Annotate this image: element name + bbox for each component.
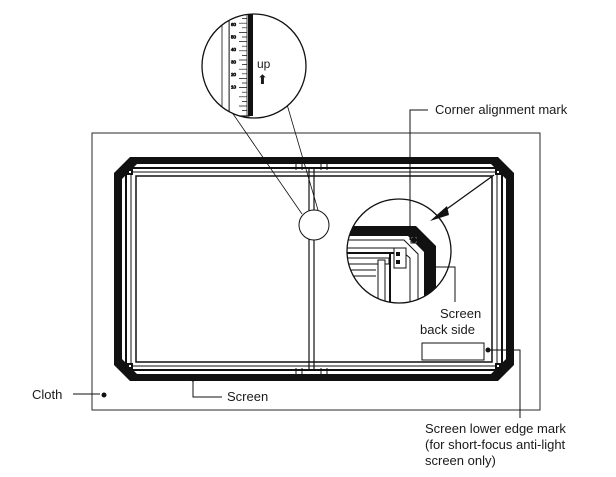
- zoom-line-center-1: [228, 107, 303, 215]
- screen-back-side-leader: [428, 266, 456, 302]
- screen-lower-edge-mark-line1: Screen lower edge mark: [425, 421, 566, 436]
- corner-alignment-mark-label: Corner alignment mark: [435, 102, 568, 117]
- zoom-line-center-2: [285, 100, 319, 211]
- screen-lower-edge-dot: [485, 347, 491, 353]
- corner-arrow-head: [430, 206, 449, 221]
- screen-label: Screen: [227, 389, 269, 404]
- ruler-tick-label: 50: [231, 35, 237, 40]
- ruler-tick-label: 10: [231, 85, 237, 90]
- screen-leader: [192, 379, 222, 398]
- ruler-tick-label: 60: [231, 22, 237, 27]
- screen-lower-edge-mark-line2: (for short-focus anti-light: [425, 437, 566, 452]
- ruler-tick-label: 20: [231, 72, 237, 77]
- up-label: up: [257, 57, 271, 71]
- up-arrow-icon: ⬆: [257, 73, 268, 88]
- cloth-outline: [91, 132, 541, 411]
- corner-alignment-dot: [411, 237, 417, 243]
- ruler-tick-label: 30: [231, 60, 237, 65]
- screen-dot: [190, 376, 196, 382]
- top-magnifier: 60 50 40 30 20 10: [201, 13, 307, 119]
- screen-lower-edge-mark-line3: screen only): [425, 453, 496, 468]
- screen-back-side-label-line2: back side: [420, 322, 475, 337]
- corner-alignment-leader: [409, 109, 428, 240]
- ruler-tick-label: 40: [231, 47, 237, 52]
- screen-lower-edge-mark-box: [421, 342, 485, 361]
- cloth-label: Cloth: [32, 387, 63, 402]
- corner-arrow-line: [443, 174, 495, 212]
- cloth-dot: [101, 392, 107, 398]
- screen-lower-edge-leader: [488, 349, 521, 418]
- center-zoom-source-circle: [298, 209, 330, 241]
- screen-back-side-label-line1: Screen: [440, 306, 482, 321]
